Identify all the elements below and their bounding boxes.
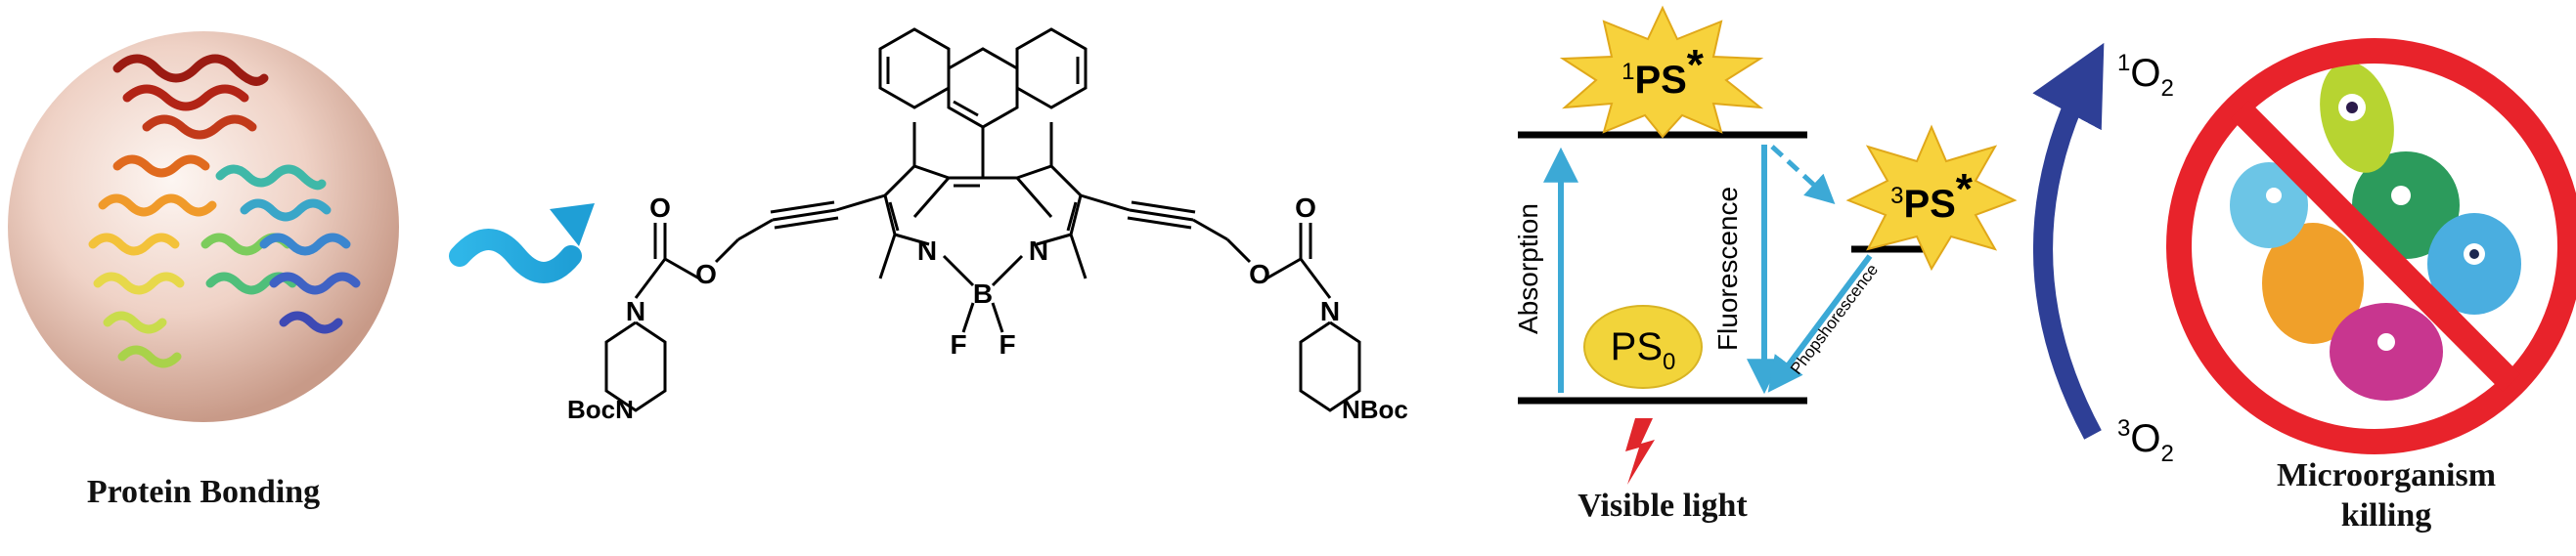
atom-o-carbonyl-left: O (649, 192, 671, 223)
intersystem-crossing-arrow (1770, 145, 1836, 205)
atom-n-piperazine-right: N (1320, 296, 1340, 326)
protein-ribbon (88, 54, 361, 368)
atom-n-piperazine-left: N (626, 296, 645, 326)
anthracene-ring-right (1015, 27, 1088, 109)
protein-sphere (8, 31, 399, 422)
singlet-oxygen-label: 1O2 (2117, 50, 2174, 102)
visible-light-caption: Visible light (1577, 488, 1748, 524)
boc-left-label: BocN (567, 395, 634, 424)
squiggle-arrow (449, 203, 595, 283)
atom-n-right: N (1029, 235, 1048, 266)
atom-f-left: F (950, 329, 966, 360)
phosphorescence-label: Phopshorescence (1787, 261, 1882, 378)
no-sign-ring (2166, 38, 2576, 454)
atom-o-carbonyl-right: O (1295, 192, 1316, 223)
no-sign-bar (2230, 100, 2521, 393)
anthracene-ring-middle (947, 47, 1019, 129)
absorption-label: Absorption (1513, 203, 1543, 334)
bodipy-molecule (604, 27, 1361, 412)
ground-state-label: PS0 (1611, 325, 1676, 375)
protein-panel (8, 31, 399, 422)
triplet-excited-label: 3PS* (1890, 165, 1974, 226)
microbe-caption-line1: Microorganism (2277, 457, 2496, 493)
molecule-atom-labels: N N B F F O O N O O N BocN NBoc (567, 192, 1408, 424)
microbe-caption-line2: killing (2341, 497, 2432, 534)
triplet-starburst (1845, 124, 2018, 272)
singlet-excited-label: 1PS* (1621, 41, 1705, 102)
atom-o-ester-right: O (1249, 259, 1270, 289)
phosphorescence-arrow (1767, 254, 1873, 393)
triplet-oxygen-label: 3O2 (2117, 415, 2174, 467)
ground-state-ellipse (1583, 305, 1703, 389)
atom-o-ester-left: O (695, 259, 717, 289)
lightning-icon (1625, 418, 1655, 485)
atom-boron: B (973, 278, 993, 309)
oxygen-cycle: 1O2 3O2 (2032, 42, 2174, 467)
protein-caption: Protein Bonding (87, 474, 320, 510)
fluorescence-label: Fluorescence (1712, 187, 1743, 351)
microbe-panel: Microorganism killing (2166, 38, 2576, 534)
oxygen-conversion-arrow (2032, 42, 2105, 440)
anthracene-ring-left (878, 27, 951, 109)
jablonski-diagram: 1PS* 3PS* PS0 Absorption Fluorescence Ph… (1513, 5, 2018, 524)
boc-right-label: NBoc (1342, 395, 1408, 424)
singlet-starburst (1559, 5, 1764, 139)
atom-n-left: N (917, 235, 937, 266)
atom-f-right: F (999, 329, 1015, 360)
